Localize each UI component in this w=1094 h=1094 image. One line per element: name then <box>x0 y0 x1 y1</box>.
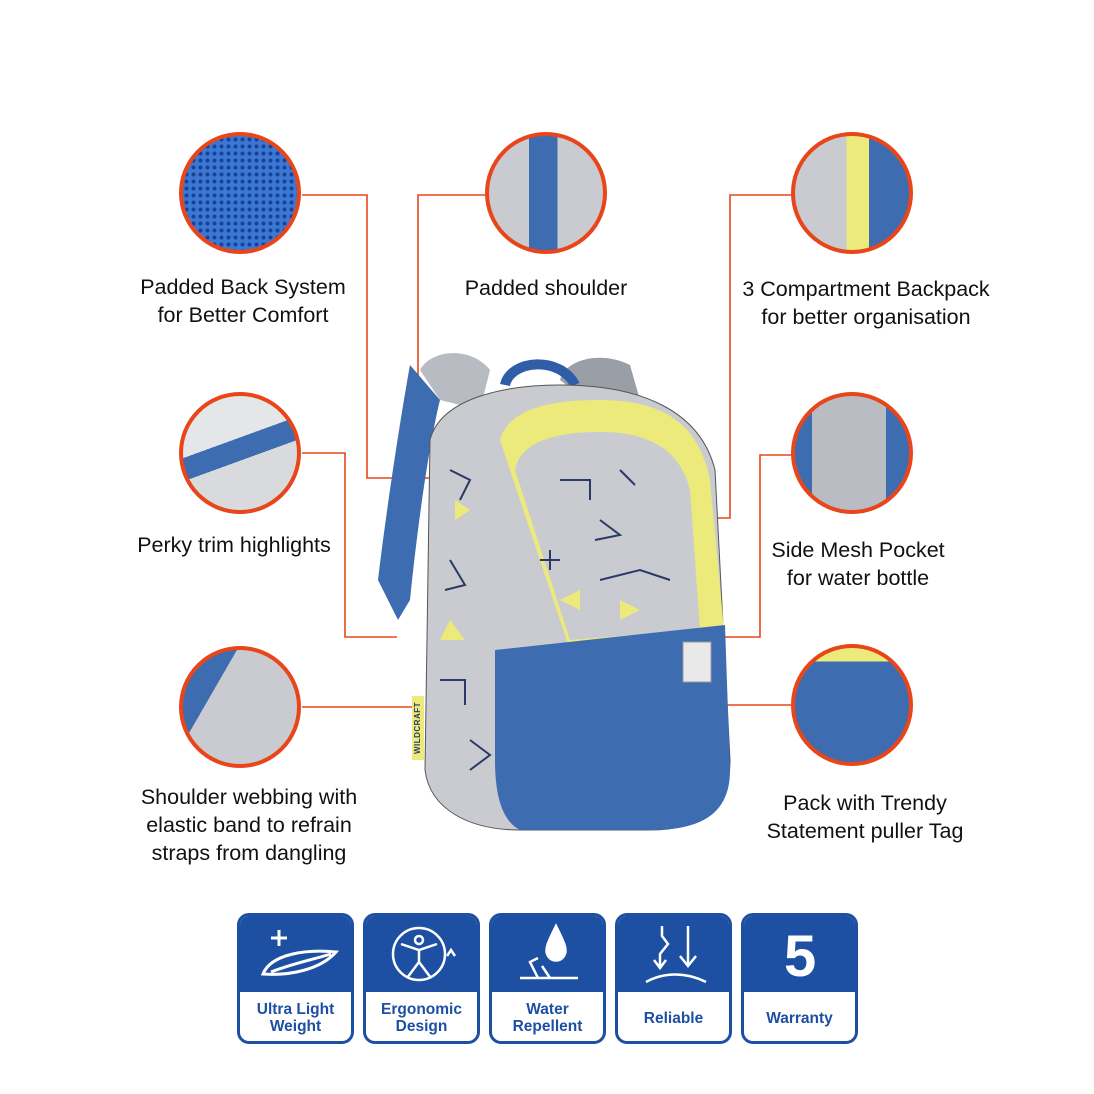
feature-circle-puller-tag <box>791 644 913 766</box>
feature-circle-compartments <box>791 132 913 254</box>
feature-circle-padded-shoulder <box>485 132 607 254</box>
feature-circle-trim <box>179 392 301 514</box>
feature-label-padded-shoulder: Padded shoulder <box>464 276 628 300</box>
feature-circle-mesh-pocket <box>791 392 913 514</box>
backpack-illustration <box>378 353 731 831</box>
water-drop-icon <box>519 923 578 980</box>
svg-text:5: 5 <box>784 924 816 986</box>
feather-plus-icon <box>260 930 339 976</box>
brand-tag: WILDCRAFT <box>412 696 424 760</box>
badge-reliable: Reliable <box>615 913 732 1044</box>
badge-warranty: 5 Warranty <box>741 913 858 1044</box>
feature-label-trim: Perky trim highlights <box>137 533 331 557</box>
ergonomic-figure-icon <box>391 926 456 982</box>
feature-circle-webbing <box>179 646 301 768</box>
feature-circle-padded-back <box>179 132 301 254</box>
reliable-arrows-icon <box>644 926 707 984</box>
five-year-icon: 5 <box>784 924 816 986</box>
